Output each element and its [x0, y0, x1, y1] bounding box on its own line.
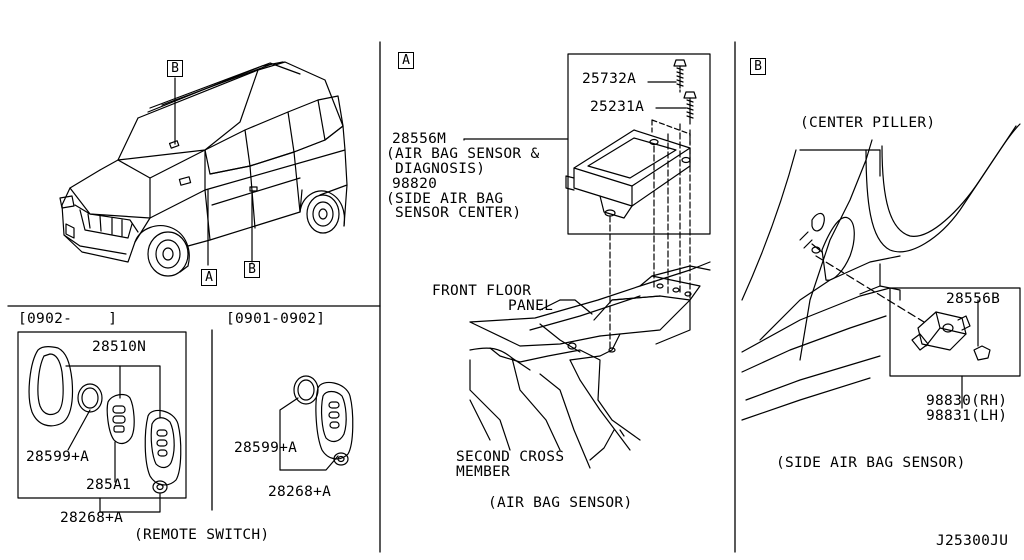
airbag-desc-3: (SIDE AIR BAG	[386, 191, 504, 207]
callout-b-vehicle: B	[167, 60, 183, 77]
label-second-cross-member: MEMBER	[456, 464, 511, 480]
callout-a-vehicle: A	[201, 269, 217, 286]
part-285a1: 285A1	[86, 477, 132, 493]
callout-b-panel: B	[750, 58, 766, 75]
part-28268a-left: 28268+A	[60, 510, 124, 526]
side-sensor-frame	[889, 287, 1021, 377]
label-center-piller: (CENTER PILLER)	[800, 115, 936, 131]
part-25231a: 25231A	[590, 99, 645, 115]
part-28556m: 28556M	[392, 131, 447, 147]
label-front-floor: FRONT FLOOR	[432, 283, 532, 299]
label-second-cross: SECOND CROSS	[456, 449, 565, 465]
remote-switch-drawing	[17, 331, 354, 513]
airbag-sensor-drawing	[463, 53, 711, 469]
part-98830: 98830(RH)	[926, 393, 1008, 409]
caption-airbag-sensor: (AIR BAG SENSOR)	[488, 495, 633, 511]
part-28556b: 28556B	[946, 291, 1001, 307]
callout-a-panel: A	[398, 52, 414, 69]
part-98820: 98820	[392, 176, 438, 192]
airbag-desc-2: DIAGNOSIS)	[386, 161, 486, 177]
side-airbag-drawing	[741, 123, 1021, 421]
callout-b-vehicle-bottom: B	[244, 261, 260, 278]
caption-side-airbag: (SIDE AIR BAG SENSOR)	[776, 455, 966, 471]
part-28599a-left: 28599+A	[26, 449, 90, 465]
part-28599a-right: 28599+A	[234, 440, 298, 456]
range-left: [0902- ]	[18, 311, 118, 327]
caption-remote-switch: (REMOTE SWITCH)	[134, 527, 270, 543]
airbag-detail-frame	[567, 53, 711, 235]
panel-dividers	[7, 41, 736, 553]
remote-left-frame	[17, 331, 187, 499]
part-25732a: 25732A	[582, 71, 637, 87]
part-28268a-right: 28268+A	[268, 484, 332, 500]
vehicle-illustration	[59, 61, 348, 277]
diagram-code: J25300JU	[936, 533, 1009, 549]
part-98831: 98831(LH)	[926, 408, 1008, 424]
range-right: [0901-0902]	[226, 311, 326, 327]
airbag-desc-1: (AIR BAG SENSOR &	[386, 146, 540, 162]
label-front-floor-panel: PANEL	[508, 298, 554, 314]
airbag-desc-4: SENSOR CENTER)	[386, 205, 522, 221]
part-28510n: 28510N	[92, 339, 147, 355]
